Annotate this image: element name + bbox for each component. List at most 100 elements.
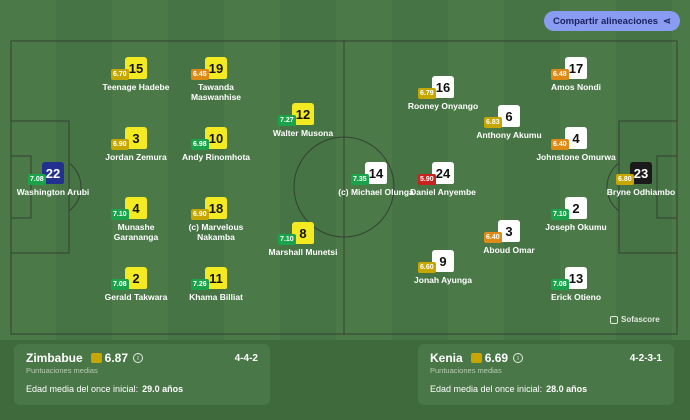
player-name: Rooney Onyango [407, 101, 479, 111]
away-team-name[interactable]: Kenia [430, 351, 463, 365]
player-name: Munashe Garananga [113, 222, 159, 242]
player-name: Erick Otieno [550, 292, 602, 302]
player-name: Daniel Anyembe [410, 187, 476, 197]
player-rating: 6.80 [616, 174, 634, 185]
player-rating: 7.08 [111, 279, 129, 290]
player-name: Teenage Hadebe [102, 82, 170, 92]
share-icon: ⋖ [663, 15, 672, 27]
shirt-number: 6 [505, 108, 513, 124]
player-name: Anthony Akumu [476, 130, 542, 140]
player-name: (c) Michael Olunga [338, 187, 414, 197]
shirt-number: 16 [435, 79, 451, 95]
player-name: Marshall Munetsi [268, 247, 338, 257]
shirt-number: 17 [568, 60, 584, 76]
shirt-number: 8 [299, 225, 307, 241]
player-rating: 6.90 [111, 139, 129, 150]
shirt-number: 14 [368, 165, 384, 181]
player-rating: 6.79 [418, 88, 436, 99]
shirt-number: 11 [209, 270, 223, 286]
shirt-number: 3 [132, 130, 140, 146]
sofascore-logo: Sofascore [610, 315, 660, 324]
player-name: Aboud Omar [483, 245, 535, 255]
shirt-number: 10 [208, 130, 224, 146]
home-rating-badge [90, 353, 102, 363]
home-formation: 4-4-2 [234, 352, 258, 364]
shirt-number: 12 [295, 106, 311, 122]
player-name: Amos Nondi [550, 82, 602, 92]
player-name: Khama Billiat [189, 292, 243, 302]
player-rating: 6.40 [551, 139, 569, 150]
home-average-age: Edad media del once inicial:29.0 años [26, 384, 258, 394]
player-name: Bryne Odhiambo [606, 187, 676, 197]
player-rating: 6.98 [191, 139, 209, 150]
shirt-number: 13 [568, 270, 584, 286]
shirt-number: 2 [132, 270, 140, 286]
share-lineups-button[interactable]: Compartir alineaciones ⋖ [544, 11, 680, 31]
player-rating: 6.60 [418, 262, 436, 273]
home-age-label: Edad media del once inicial: [26, 384, 139, 394]
pitch-lines [10, 40, 678, 335]
player-name: Washington Arubi [16, 187, 90, 197]
home-team-name[interactable]: Zimbabue [26, 351, 83, 365]
shirt-number: 22 [45, 165, 61, 181]
player-rating: 7.26 [191, 279, 209, 290]
shirt-number: 15 [128, 60, 144, 76]
player-name: (c) Marvelous Nakamba [188, 222, 244, 242]
shirt-number: 4 [572, 130, 580, 146]
player-name: Walter Musona [272, 128, 334, 138]
share-lineups-label: Compartir alineaciones [552, 15, 659, 27]
player-name: Jonah Ayunga [414, 275, 472, 285]
player-rating: 6.83 [484, 117, 502, 128]
info-icon[interactable]: i [133, 353, 144, 363]
away-rating-badge [470, 353, 482, 363]
player-rating: 7.27 [278, 115, 296, 126]
player-rating: 7.10 [551, 209, 569, 220]
shirt-number: 18 [208, 200, 224, 216]
shirt-number: 2 [572, 200, 580, 216]
player-rating: 6.70 [111, 69, 129, 80]
info-icon[interactable]: i [513, 353, 524, 363]
player-rating: 6.90 [191, 209, 209, 220]
sofascore-logo-icon [610, 315, 618, 324]
shirt-number: 3 [505, 223, 513, 239]
shirt-number: 24 [435, 165, 451, 181]
